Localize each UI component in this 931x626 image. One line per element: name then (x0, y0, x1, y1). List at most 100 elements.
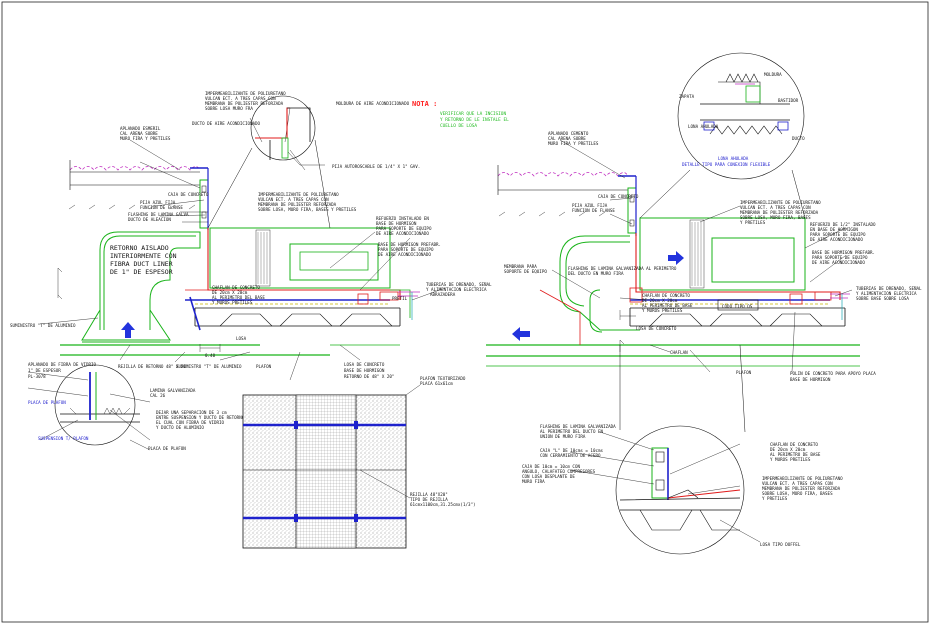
annotation-label: CODO TIPO OS (722, 304, 753, 309)
annotation-label: SUMINISTRO "T" DE ALUMINIO (10, 323, 76, 328)
annotation-label: DEL DUCTO EN MURO FIRA (568, 271, 624, 276)
annotation-label: EN BASE DE HORMIGON (810, 227, 858, 232)
annotation-label: PIJA AZUL FIJA (140, 200, 176, 205)
annotation-label: PL-3078 (28, 374, 46, 379)
annotation-label: PARA SOPORTE DE EQUIPO (378, 247, 434, 252)
annotation-label: TUBERIAS DE DRENADO, SEÑAL (426, 282, 492, 287)
annotation-label: CAL ARENA SOBRE (548, 136, 586, 141)
annotation-label: IMPERMEABILIZANTE DE POLIURETANO (258, 192, 339, 197)
annotation-label: SOBRE LOSA, MURO FIRA, BASES (740, 215, 811, 220)
annotation-label: DUCTO (792, 136, 805, 141)
annotation-label: Y PRETILES (740, 220, 766, 225)
left-steel-deck (194, 307, 401, 327)
annotation-label: LOSA DE CONCRETO (344, 362, 385, 367)
annotation-label: ENTRE SUSPENSION Y DUCTO DE RETORNO (156, 415, 245, 420)
annotation-label: Y MUROS PRETILES (642, 308, 683, 313)
annotation-label: VULCAN ECT. A TRES CAPAS CON (740, 205, 811, 210)
annotation-label: TUBERIAS DE DRENADO, SEÑAL (856, 286, 922, 291)
annotation-label: APLANADO CEMENTO (548, 131, 589, 136)
annotation-label: MEMBRANA DE POLIESTER REFORZADA (740, 210, 819, 215)
right-supply-duct (559, 235, 640, 331)
annotation-label: BASE DE HORMIGON (790, 377, 831, 382)
annotation-label: 1" DE ESPESOR (28, 368, 61, 373)
return-air-arrow-icon (121, 322, 135, 338)
annotation-label: FUNCION DE FLANSE (572, 208, 615, 213)
annotation-label: SUMINISTRO "T" DE ALUMINIO (176, 364, 242, 369)
annotation-label: DE 20cm X 20cm (642, 298, 678, 303)
annotation-label: LAMINA GALVANIZADA (150, 388, 196, 393)
left-zoom-circle-top (250, 95, 316, 161)
annotation-label: MURO FIRA Y PRETILES (548, 141, 599, 146)
annotation-label: DE 20cm X 20cm (212, 290, 248, 295)
annotation-label: PIJA AUTOROSCABLE DE 1/4" X 1" GAV. (332, 164, 420, 169)
annotation-label: IMPERMEABILIZANTE DE POLIURETANO (740, 200, 821, 205)
annotation-label: DE AIRE ACONDICIONADO (378, 252, 431, 257)
annotation-label: APLANADO ESMERIL (120, 126, 161, 131)
annotation-label: Y ALIMENTACION ELECTRICA (426, 287, 487, 292)
annotation-label: FIBRA DUCT LINER (110, 260, 173, 268)
nota-line-3: CUELLO DE LOSA (440, 123, 477, 129)
annotation-label: REJILLA 48"X20" (410, 492, 448, 497)
supply-arrow-left-icon (512, 327, 530, 341)
annotation-label: PLACA DE PLAFON (28, 400, 66, 405)
annotation-label: ANGULO, CALAFATEO COMPRESORES (522, 469, 596, 474)
left-roof-scallop (69, 166, 201, 171)
annotation-label: CHAFLAN DE CONCRETO (642, 293, 690, 298)
annotation-label: SOBRE LOSA, MURO FIRA, BASES Y PRETILES (258, 207, 357, 212)
nota-line-2: Y RETORNO DE LE INSTALE EL (440, 117, 509, 123)
annotation-label: BASTIDOR (778, 98, 799, 103)
annotation-label: PLAFON (256, 364, 272, 369)
annotation-label: IMPERMEABILIZANTE DE POLIURETANO (205, 91, 286, 96)
bottom-zoom-circle (615, 425, 745, 555)
annotation-label: CAJA DE 10cm = 10cm CON (522, 464, 580, 469)
annotation-label: MEMBRANA DE POLIESTER REFORZADA (205, 101, 284, 106)
annotation-label: LOSA DE CONCRETO (636, 326, 677, 331)
annotation-label: Y DUCTO DE ALUMINIO (156, 425, 204, 430)
annotation-label: REFUERZO INSTALADO EN (376, 216, 429, 221)
annotation-label: MOLDURA DE AIRE ACONDICIONADO (336, 101, 410, 106)
annotation-label: PRETIL (392, 296, 408, 301)
annotation-label: BASE DE HORMIGON (344, 368, 385, 373)
annotation-label: CHAFLAN DE CONCRETO (212, 285, 260, 290)
annotation-label: FLASHING DE LAMINA GALVANIZADA AL PERIME… (568, 266, 677, 271)
annotation-label: LOSA (236, 336, 247, 341)
annotation-label: Y MUROS PRETILES (212, 300, 253, 305)
annotation-label: FLASHING DE LAMINA GALVANIZADA (540, 424, 616, 429)
annotation-label: DUCTO DE AIRE ACONDICIONADO (192, 121, 261, 126)
annotation-label: PLAFON (736, 370, 752, 375)
annotation-label: CAL 26 (150, 393, 166, 398)
annotation-label: SOBRE LOSA, MURO FIRA, BASES (762, 491, 833, 496)
annotation-label: PARA SOPORTE DE EQUIPO (376, 226, 432, 231)
annotation-label: DE AIRE ACONDICIONADO (376, 231, 429, 236)
nota-block: NOTA : VERIFICAR QUE LA INCISION Y RETOR… (412, 100, 509, 129)
plafon-panel-plan: PLAFON TEXTURIZADO PLACA 61x61cm REJILLA… (242, 376, 476, 549)
annotation-label: FLASHING DE LAMINA GALVA (128, 212, 189, 217)
annotation-label: CHAFLAN DE CONCRETO (770, 442, 818, 447)
annotation-label: DE AIRE ACONDICIONADO (812, 260, 865, 265)
annotation-label: SOBRE LOSA MURO FRA (205, 106, 253, 111)
annotation-label: AL PERIMETRO DE BASE (770, 452, 821, 457)
annotation-label: CAJA "L" DE 10cms = 10cms (540, 448, 604, 453)
annotation-label: Y MUROS PRETILES (770, 457, 811, 462)
annotation-label: AL PERIMETRO DEL BASE (212, 295, 265, 300)
right-section-detail: ZAPATA MOLDURA LONA AHULADA BASTIDOR DUC… (486, 52, 922, 555)
annotation-label: BASE DE HORMIGON PREFABR. (378, 242, 441, 247)
annotation-label: CHAFLAN (670, 350, 688, 355)
annotation-label: REJILLA DE RETORNO 48" X 20" (118, 364, 189, 369)
annotation-label: BASE DE HORMIGON PREFABR. (812, 250, 875, 255)
annotation-label: REFUERZO DE 1/2" INSTALADO (810, 222, 876, 227)
annotation-label: Y ALIMENTACION ELECTRICA (856, 291, 917, 296)
supply-arrow-right-icon (668, 251, 684, 265)
annotation-label: LONA AHULADA (718, 156, 749, 161)
annotation-label: DE AIRE ACONDICIONADO (810, 237, 863, 242)
left-zoom-circle-bottom (54, 364, 136, 446)
annotation-label: CON LOSA DESPLANTE DE (522, 474, 575, 479)
annotation-label: LOSA TIPO DOFFEL (760, 542, 801, 547)
annotation-label: PARA SOPORTE DE EQUIPO (810, 232, 866, 237)
annotation-label: DETALLE TIPO PARA CONEXION FLEXIBLE (682, 162, 771, 167)
annotation-label: CAJA DE CONCRETO (168, 192, 209, 197)
annotation-label: FUNCION DE FLANSE (140, 205, 183, 210)
annotation-label: VULCAN ECT. A TRES CAPAS CON (205, 96, 276, 101)
